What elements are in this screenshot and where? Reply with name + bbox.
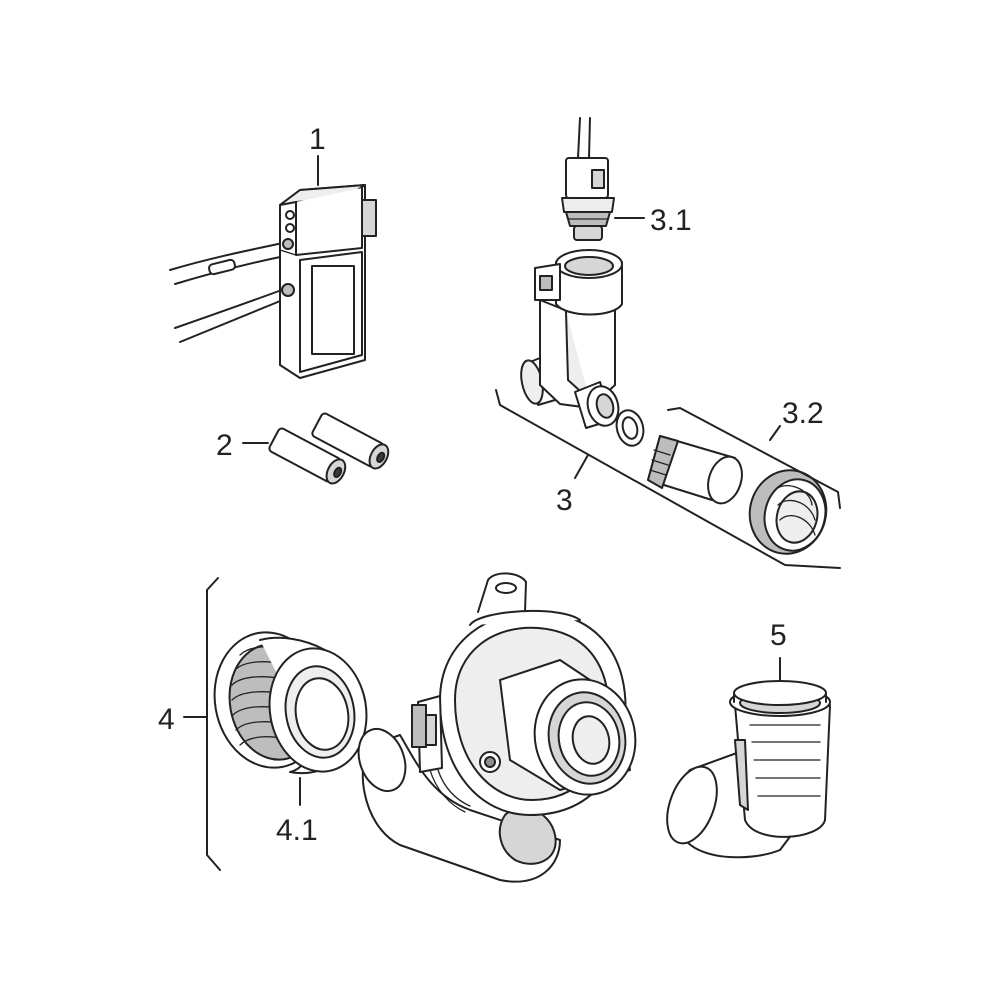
label-5: 5 xyxy=(770,619,787,652)
label-3-1: 3.1 xyxy=(650,204,692,237)
label-3-2: 3.2 xyxy=(782,397,824,430)
siphon-trap xyxy=(357,572,637,883)
adapter-ring xyxy=(213,631,368,775)
bracket-4 xyxy=(206,577,221,871)
sensor-connector xyxy=(561,117,615,241)
control-unit xyxy=(169,184,377,379)
label-2: 2 xyxy=(216,429,233,462)
label-1: 1 xyxy=(309,123,326,156)
bracket-3-2 xyxy=(667,407,841,509)
valve-body xyxy=(520,249,623,429)
label-4: 4 xyxy=(158,703,175,736)
o-ring xyxy=(615,409,645,447)
label-4-1: 4.1 xyxy=(276,814,318,847)
batteries xyxy=(268,412,390,485)
leader-line-3-2 xyxy=(769,425,781,441)
strainer-set xyxy=(647,435,828,555)
elbow-fitting xyxy=(666,680,831,859)
leader-line-3 xyxy=(574,454,589,479)
label-3: 3 xyxy=(556,484,573,517)
bracket-3 xyxy=(495,389,841,569)
